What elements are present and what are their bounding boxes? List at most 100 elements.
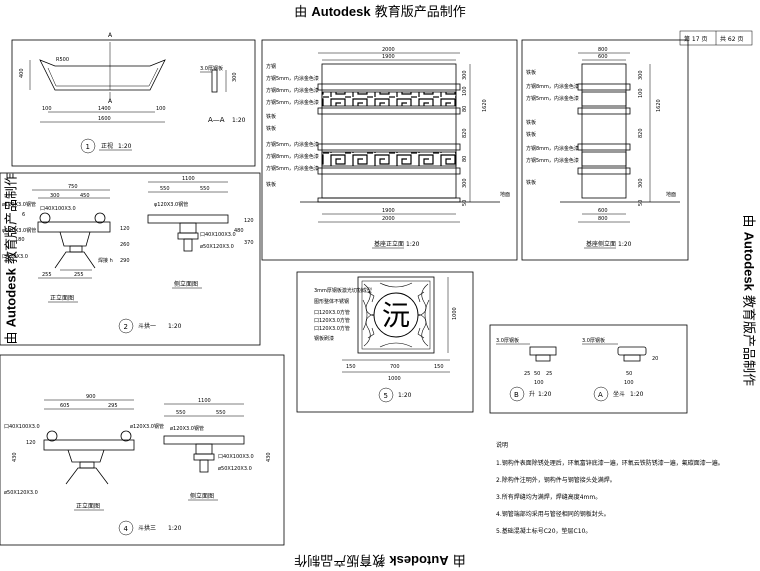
detail-2-title: 斗拱一 xyxy=(138,322,156,330)
base-side-note-3: 铁板 xyxy=(526,119,536,126)
detail-4-scale: 1:20 xyxy=(168,525,182,532)
base-side-note-6: 方钢5mm，内涂金色漆 xyxy=(526,157,579,164)
vdim-290: 290 xyxy=(120,258,130,264)
part-a-spec: 3.0厚钢板 xyxy=(582,337,605,344)
base-side-note-1: 方钢8mm，内涂金色漆 xyxy=(526,83,579,90)
notes-heading: 说明 xyxy=(496,441,508,449)
part-b-dim-100: 100 xyxy=(534,380,544,386)
note-item-1: 1.钢构件表面除锈处理后，环氧富锌底漆一遍，环氧云铁防锈漆一遍，氟碳面漆一遍。 xyxy=(496,459,724,467)
base-side-dim-800-top: 800 xyxy=(598,47,608,53)
base-side-scale: 1:20 xyxy=(618,241,632,248)
b3-vdim-120: 120 xyxy=(26,440,36,446)
side-view-title: 侧立面图 xyxy=(174,280,198,288)
b3-label-bottom: ø50X120X3.0 xyxy=(4,490,38,496)
dim-300: 300 xyxy=(50,193,60,199)
base-front-note-9: 铁板 xyxy=(266,181,276,188)
base-side-note-7: 铁板 xyxy=(526,179,536,186)
panel-note-4: 口120X3.0方管 xyxy=(314,325,350,332)
note-item-2: 2.除构件注明外，钢构件与钢管接头处满焊。 xyxy=(496,476,616,484)
dim-100-left: 100 xyxy=(42,106,52,112)
base-front-dim-2000-top: 2000 xyxy=(382,47,395,53)
base-front-vdim-1: 80 xyxy=(462,106,468,112)
dim-255-right: 255 xyxy=(74,272,84,278)
section-title: A—A xyxy=(208,116,225,124)
part-b-title: 升 xyxy=(529,390,535,398)
label-box: 口40X100X3.0 xyxy=(40,206,76,212)
base-front-note-0: 方钢 xyxy=(266,63,276,70)
base-side-vdim-4: 50 xyxy=(638,200,644,206)
base-side-note-0: 铁板 xyxy=(526,69,536,76)
page-current: 第 17 页 xyxy=(684,35,707,43)
side-vdim-120: 120 xyxy=(244,218,254,224)
part-a-title: 坐斗 xyxy=(613,390,625,398)
part-b-dim-25: 25 xyxy=(524,371,530,377)
detail-base-front: 2000 1900 1900 2000 1620 100 80 300 820 … xyxy=(261,39,518,261)
base-front-note-6: 方钢5mm，内涂金色漆 xyxy=(266,141,319,148)
side-label-bottom: ø50X120X3.0 xyxy=(200,244,234,250)
dim-width-1600: 1600 xyxy=(98,116,111,122)
dim-radius-500: R500 xyxy=(56,57,69,63)
base-front-vdim-0: 100 xyxy=(462,86,468,96)
base-front-vdim-3: 820 xyxy=(462,128,468,138)
base-side-note-2: 方钢5mm，内涂金色漆 xyxy=(526,95,579,102)
b3-side-label-bottom: ø50X120X3.0 xyxy=(218,466,252,472)
panel-dim-1000: 1000 xyxy=(388,376,401,382)
base-front-note-7: 方钢8mm，内涂金色漆 xyxy=(266,153,319,160)
part-b-dim-50: 50 xyxy=(534,371,540,377)
general-notes: 说明 1.钢构件表面除锈处理后，环氧富锌底漆一遍，环氧云铁防锈漆一遍，氟碳面漆一… xyxy=(496,441,724,535)
base-front-note-5: 铁板 xyxy=(266,125,276,132)
base-front-vdim-6: 50 xyxy=(462,200,468,206)
base-front-vdim-4: 80 xyxy=(462,156,468,162)
b3-side-dim-550-right: 550 xyxy=(216,410,226,416)
base-side-dim-800-bottom: 800 xyxy=(598,216,608,222)
panel-note-2: 口120X3.0方管 xyxy=(314,309,350,316)
panel-dim-150-right: 150 xyxy=(434,364,444,370)
detail-number-a: A xyxy=(598,391,603,399)
b3-vdim-430: 430 xyxy=(12,452,18,462)
base-front-title: 基座正立面 xyxy=(374,240,404,248)
b3-side-label-box: 口40X100X3.0 xyxy=(218,454,254,460)
vdim-260: 260 xyxy=(120,242,130,248)
side-label-box: 口40X100X3.0 xyxy=(200,232,236,238)
base-side-ground: 地面 xyxy=(666,191,676,198)
part-a-dim-100: 100 xyxy=(624,380,634,386)
detail-5-decorative-panel: 沅 3mm厚钢板激光切割成型 图形整体不锈钢 口120X3.0方管 口120X3… xyxy=(296,271,474,413)
section-spec: 3.0厚钢板 xyxy=(200,65,223,72)
b3-side-title: 侧立面图 xyxy=(190,492,214,500)
section-mark-bottom: A xyxy=(108,98,113,105)
base-front-dim-2000-bottom: 2000 xyxy=(382,216,395,222)
b3-side-label-tube: ø120X3.0钢管 xyxy=(170,425,204,432)
detail-1-title: 正视 xyxy=(101,142,113,150)
panel-note-3: 口120X3.0方管 xyxy=(314,317,350,324)
base-side-note-5: 方钢8mm，内涂金色漆 xyxy=(526,145,579,152)
base-side-vdim-1: 300 xyxy=(638,70,644,80)
vdim-120: 120 xyxy=(120,226,130,232)
side-label-plate: φ120X3.0钢管 xyxy=(154,201,188,208)
label-six: 6 xyxy=(22,212,25,218)
part-a-dim-50: 50 xyxy=(626,371,632,377)
dim-750: 750 xyxy=(68,184,78,190)
label-tube: ø120X3.0钢管 xyxy=(2,201,36,208)
detail-4-bracket-three: 900 605 295 口40X100X3.0 ø120X3.0钢管 ø50X1… xyxy=(0,354,285,546)
base-front-ground: 地面 xyxy=(500,191,510,198)
b3-label-box: 口40X100X3.0 xyxy=(4,424,40,430)
detail-base-side: 800 600 600 800 1620 100 300 820 300 50 … xyxy=(521,39,689,261)
b3-dim-900: 900 xyxy=(86,394,96,400)
detail-number-b: B xyxy=(514,391,519,399)
base-side-title: 基座侧立面 xyxy=(586,240,616,248)
side-vdim-480: 480 xyxy=(234,228,244,234)
note-item-4: 4.钢管端部均采用与管径相同的钢板封头。 xyxy=(496,510,610,518)
page-number-box: 第 17 页 共 62 页 xyxy=(679,30,753,46)
panel-dim-150-left: 150 xyxy=(346,364,356,370)
detail-1-scale: 1:20 xyxy=(118,143,132,150)
detail-1-front-view: A A 400 R500 1400 1600 100 100 1 正视 1:20… xyxy=(11,32,256,167)
dim-450: 450 xyxy=(80,193,90,199)
side-vdim-370: 370 xyxy=(244,240,254,246)
page-total: 共 62 页 xyxy=(720,35,743,43)
front-view-title: 正立面图 xyxy=(50,294,74,302)
dim-width-1400: 1400 xyxy=(98,106,111,112)
side-dim-550-left: 550 xyxy=(160,186,170,192)
base-side-vdim-3: 300 xyxy=(638,178,644,188)
detail-2-scale: 1:20 xyxy=(168,323,182,330)
